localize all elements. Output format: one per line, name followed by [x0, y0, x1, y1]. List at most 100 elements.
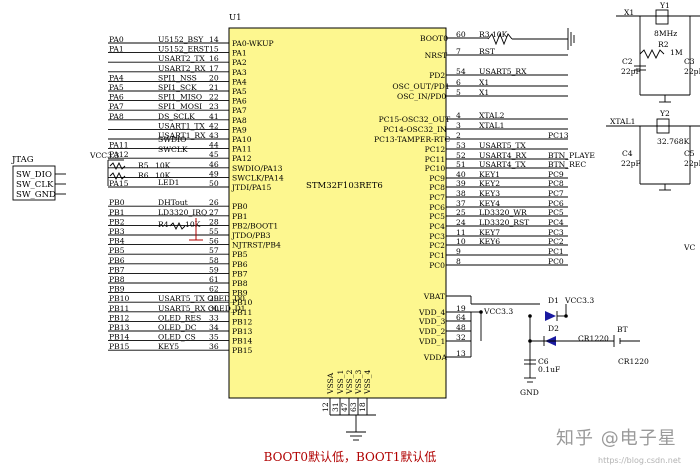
hse-freq: 8MHz: [654, 29, 677, 38]
net-label-2: USART2_TX: [158, 54, 205, 63]
rpin-label-7: PC13-TAMPER-RTC: [374, 135, 450, 144]
pin-number-8: 41: [209, 112, 219, 121]
rport-label-7: PC13: [548, 131, 569, 140]
vpin-number-2: 64: [456, 313, 466, 322]
rpin-number-20: 8: [456, 257, 461, 266]
pin-label-25: PB8: [232, 279, 248, 288]
jtag-connector: JTAG SW_DIO SW_CLK SW_GND: [11, 155, 66, 201]
vpin-number-3: 48: [456, 323, 466, 332]
pin-number-27: 29: [209, 294, 219, 303]
gnd-label: GND: [520, 388, 539, 397]
vss-pin-number-2: 47: [340, 402, 349, 412]
jtag-pin-3: SW_GND: [16, 190, 56, 200]
lse-freq: 32.768K: [657, 137, 690, 146]
rnet-label-17: KEY7: [479, 228, 500, 237]
vpin-label-1: VDD_4: [418, 308, 445, 317]
pin-label-32: PB15: [232, 346, 253, 355]
hse-y1-ref: Y1: [659, 1, 670, 10]
net-label-7: SPI1_MOSI: [158, 102, 202, 111]
net-label-0: U5152_BSY: [158, 35, 204, 44]
rpin-number-1: 7: [456, 47, 461, 56]
swd-vcc-label: VCC3.3: [89, 151, 119, 160]
rpin-number-14: 37: [456, 199, 466, 208]
pin-number-4: 20: [209, 73, 219, 82]
port-label-6: PA6: [109, 93, 124, 102]
pin-label-17: PB0: [232, 202, 248, 211]
lse-crystal-block: XTAL1 Y2 32.768K C4 22pF C5 22pF: [606, 109, 700, 191]
d1-vcc: VCC3.3: [564, 296, 594, 305]
pin-number-29: 33: [209, 313, 219, 322]
rpin-label-19: PC1: [429, 251, 445, 260]
vss-pin-label-0: VSSA: [326, 372, 335, 395]
net-label-30: OLED_DC: [158, 323, 197, 332]
swd-r6-label: R6: [138, 171, 149, 180]
rnet-label-16: LD3320_RST: [479, 218, 529, 227]
rpin-number-10: 51: [456, 160, 466, 169]
lse-c5-ref: C5: [684, 149, 695, 158]
pin-label-1: PA1: [232, 49, 247, 58]
rpin-number-19: 9: [456, 247, 461, 256]
pin-number-13: 46: [209, 160, 219, 169]
port-label-0: PA0: [109, 35, 124, 44]
pin-number-7: 23: [209, 102, 219, 111]
vss-pin-number-4: 18: [358, 402, 367, 412]
pin-number-25: 61: [209, 275, 219, 284]
rnet-label-2: USART5_RX: [479, 67, 527, 76]
rpin-label-16: PC4: [429, 222, 445, 231]
swd-net-led1: LED1: [158, 178, 180, 187]
rnet-label-1: RST: [479, 47, 495, 56]
port-label-30: PB13: [109, 323, 130, 332]
net-label-18: LD3320_IRQ: [158, 208, 207, 217]
pin-number-21: 56: [209, 237, 219, 246]
swd-net-swdio: SWDIO: [158, 135, 186, 144]
pin-label-0: PA0-WKUP: [232, 39, 274, 48]
swd-net-swclk: SWCLK: [158, 145, 188, 154]
bt-cr1220-a: CR1220: [578, 334, 609, 343]
chip-ref-label: U1: [229, 13, 242, 23]
vss-pin-label-4: VSS_4: [363, 369, 372, 395]
swd-r5-value: 10K: [155, 161, 171, 170]
pin-label-24: PB7: [232, 269, 248, 278]
rport-label-12: PC8: [548, 179, 564, 188]
port-label-18: PB1: [109, 208, 125, 217]
port-label-31: PB14: [109, 333, 130, 342]
rnet-label-9: USART4_RX: [479, 151, 527, 160]
rpin-number-0: 60: [456, 30, 466, 39]
jtag-pin-1: SW_DIO: [16, 170, 52, 180]
lse-y2-ref: Y2: [659, 109, 670, 118]
hse-c2-ref: C2: [622, 57, 633, 66]
net-label-4: SPI1_NSS: [158, 73, 197, 82]
pin-number-10: 43: [209, 131, 219, 140]
vss-pin-label-3: VSS_3: [354, 369, 363, 395]
mcu-chip-body: [228, 27, 447, 399]
pin-label-20: JTDO/PB3: [231, 231, 271, 240]
c6-ref: C6: [538, 357, 549, 366]
port-label-12: PA12: [109, 150, 129, 159]
net-label-32: KEY5: [158, 342, 179, 351]
zhihu-watermark: 知乎 @电子星: [556, 428, 677, 449]
rport-label-19: PC1: [548, 247, 564, 256]
vpin-label-5: VDDA: [423, 353, 448, 362]
pin-label-15: JTDI/PA15: [231, 183, 271, 192]
rpin-number-13: 38: [456, 189, 466, 198]
left-pin-group: PA0-WKUP14U5152_BSYPA0PA115U5152_ERSTPA1…: [108, 35, 284, 355]
r4-label: R4: [158, 220, 169, 229]
power-block: VCC3.3 D1 VCC3.3 D2 C6 0.1uF GND BT CR12…: [446, 243, 695, 397]
net-label-10: USART1_RX: [158, 131, 206, 140]
rpin-number-17: 11: [456, 228, 466, 237]
pin-number-19: 28: [209, 217, 219, 226]
port-label-11: PA11: [109, 141, 129, 150]
pin-number-26: 62: [209, 285, 219, 294]
vss-pin-number-0: 12: [321, 402, 330, 412]
pin-number-14: 49: [209, 169, 219, 178]
port-label-5: PA5: [109, 83, 124, 92]
vpin-number-5: 13: [456, 349, 466, 358]
port-label-25: PB8: [109, 275, 125, 284]
pin-label-27: PB10: [232, 298, 253, 307]
net-label-17: DHTout: [158, 198, 188, 207]
pin-number-18: 27: [209, 208, 219, 217]
hse-r2-val: 1M: [670, 48, 683, 57]
net-label-28: USART5_RX OLED_D1: [158, 304, 246, 313]
pin-label-8: PA8: [232, 116, 247, 125]
rpin-label-15: PC5: [429, 212, 445, 221]
